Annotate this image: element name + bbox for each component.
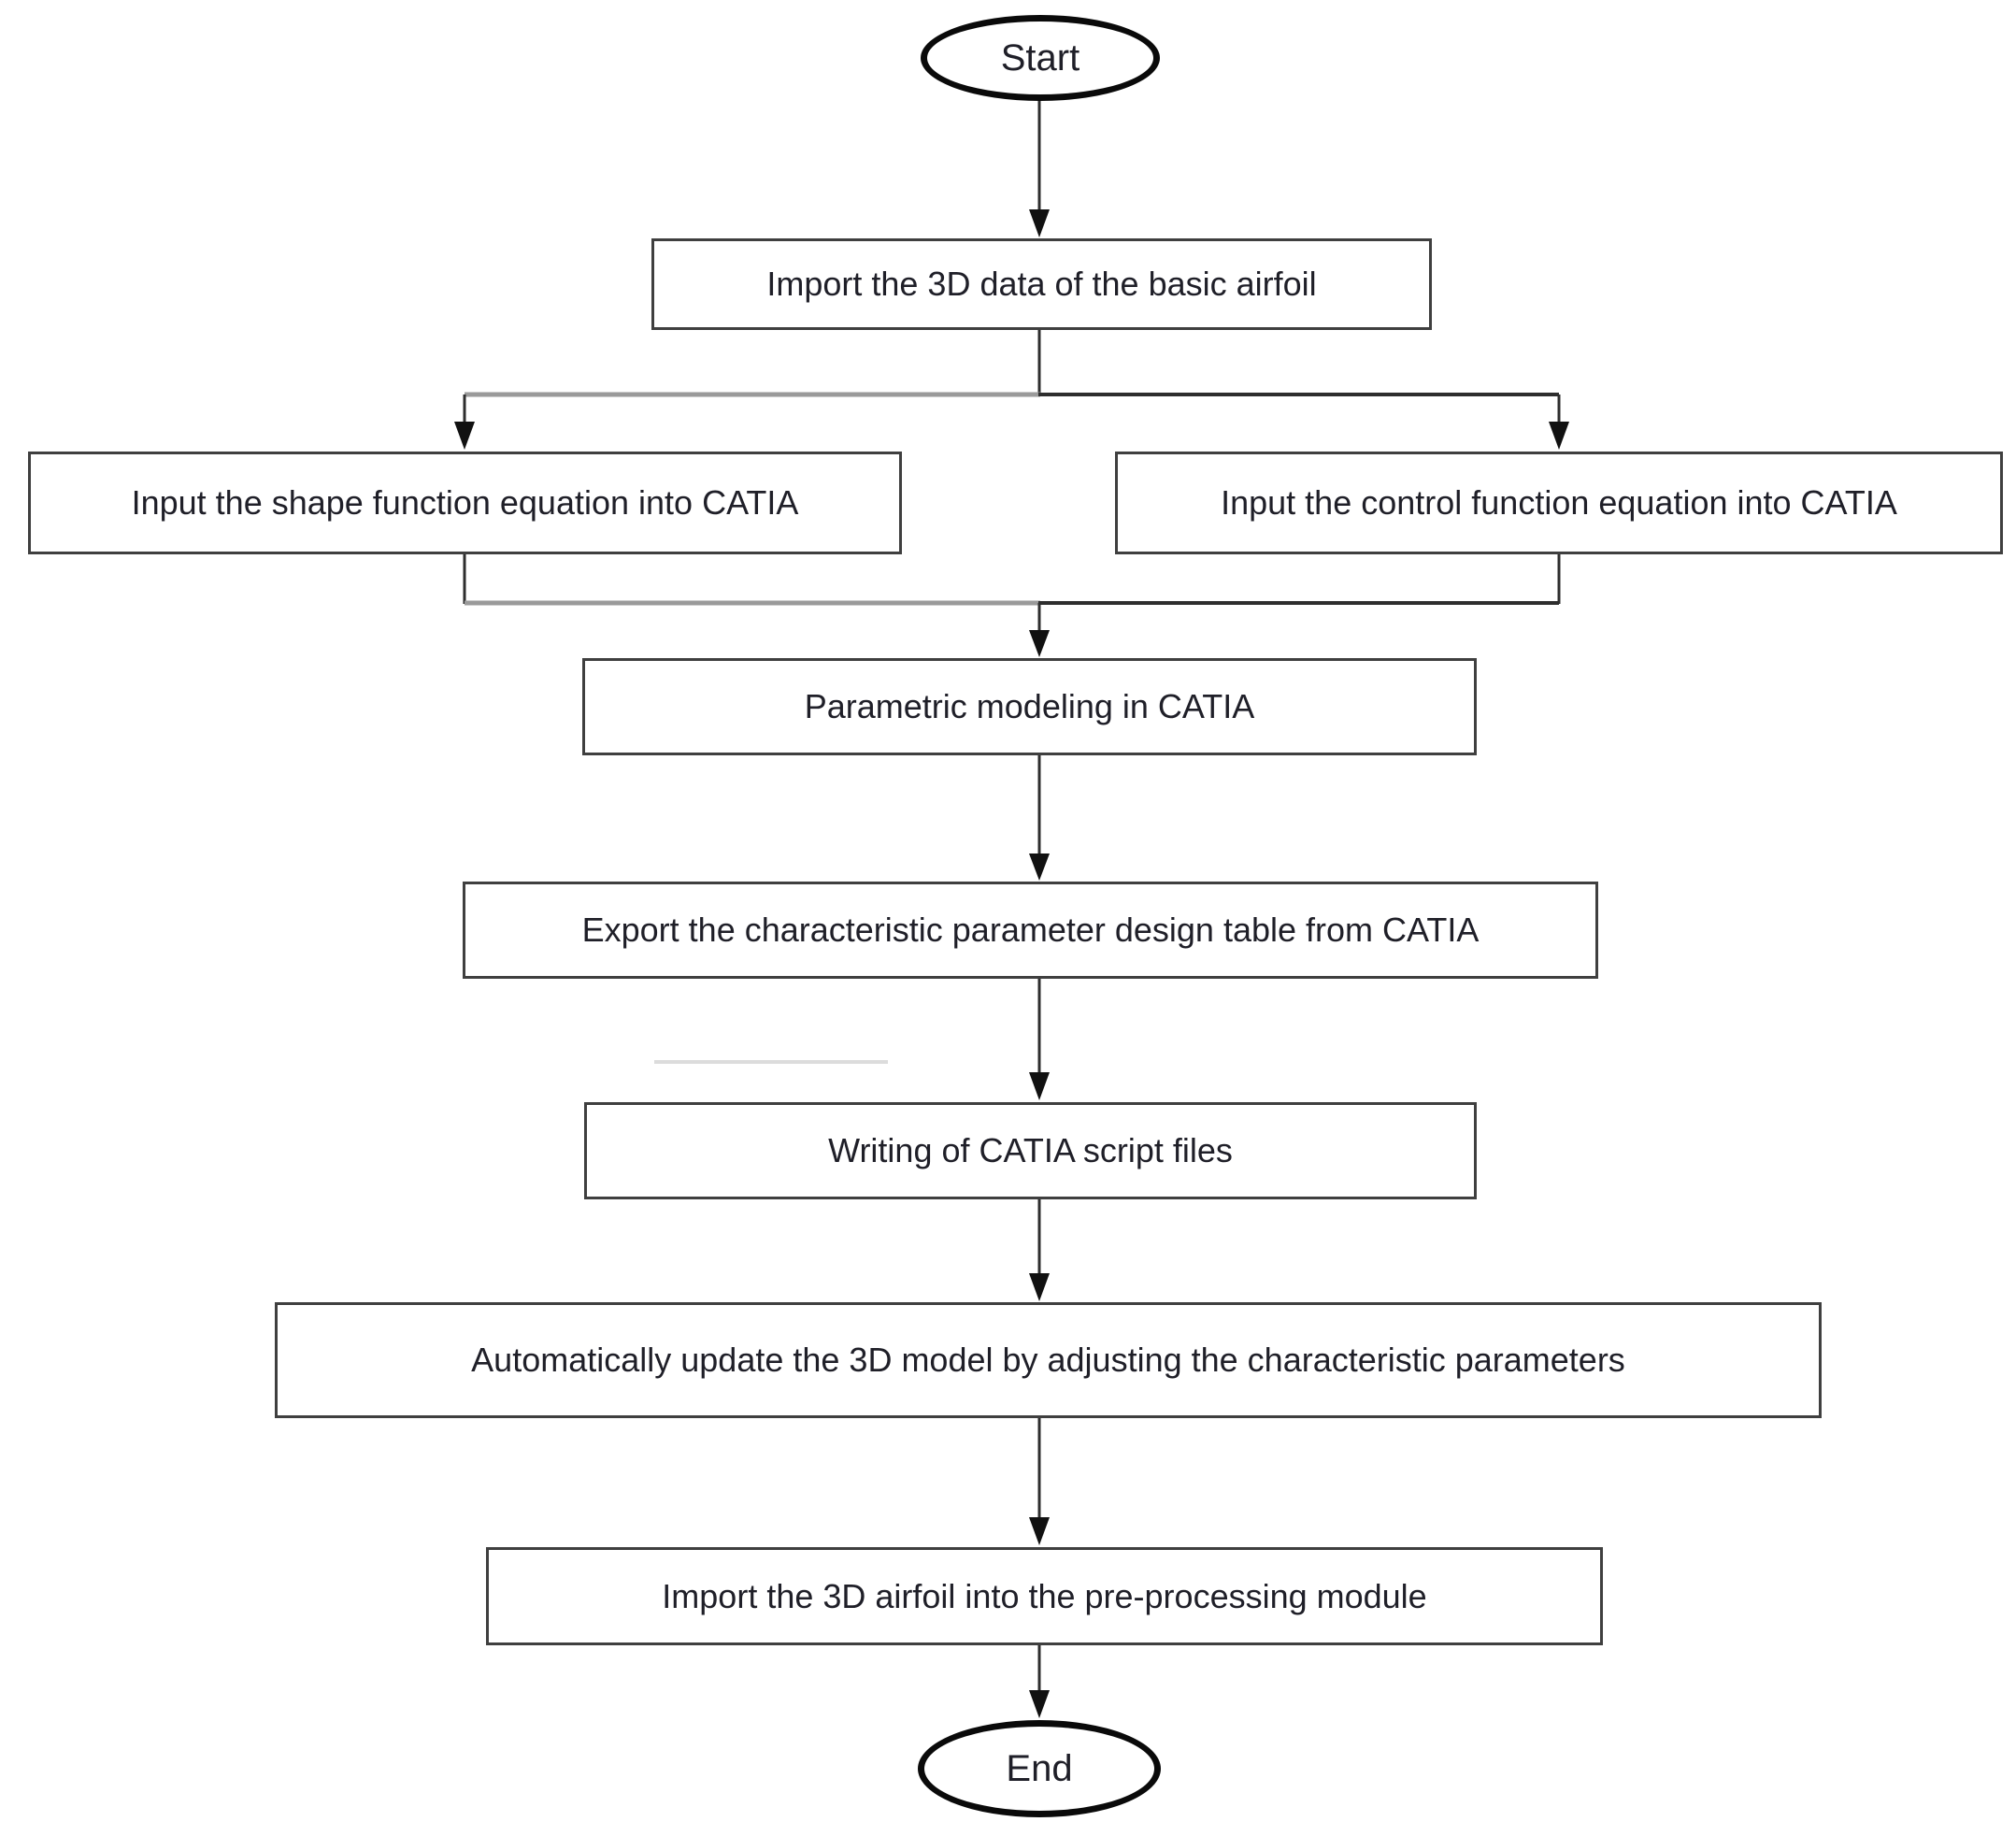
flow-node-export-table-label: Export the characteristic parameter desi… — [581, 911, 1480, 949]
flow-node-control-fn: Input the control function equation into… — [1115, 452, 2003, 554]
arrowhead-airfoil — [1029, 1517, 1050, 1545]
flow-node-control-fn-label: Input the control function equation into… — [1221, 483, 1897, 522]
flow-node-import-airfoil-label: Import the 3D airfoil into the pre-proce… — [662, 1576, 1427, 1615]
flow-node-end-label: End — [1006, 1747, 1073, 1789]
flow-node-parametric-label: Parametric modeling in CATIA — [804, 687, 1255, 725]
flow-node-end: End — [918, 1720, 1161, 1817]
arrowhead-control — [1549, 422, 1569, 450]
flow-node-auto-update-label: Automatically update the 3D model by adj… — [471, 1341, 1625, 1379]
flow-node-export-table: Export the characteristic parameter desi… — [463, 882, 1598, 979]
flow-node-import-airfoil: Import the 3D airfoil into the pre-proce… — [486, 1547, 1603, 1645]
arrowhead-export — [1029, 853, 1050, 881]
flow-node-start-label: Start — [1000, 36, 1080, 79]
arrowhead-shape — [454, 422, 475, 450]
arrowhead-writing — [1029, 1072, 1050, 1100]
flow-node-shape-fn: Input the shape function equation into C… — [28, 452, 902, 554]
flow-node-import-data: Import the 3D data of the basic airfoil — [651, 238, 1432, 330]
arrowhead-update — [1029, 1273, 1050, 1301]
scan-artifact-line — [654, 1060, 888, 1064]
arrowhead-end — [1029, 1690, 1050, 1718]
flow-node-start: Start — [921, 15, 1160, 101]
flow-node-import-data-label: Import the 3D data of the basic airfoil — [766, 265, 1317, 303]
flow-node-auto-update: Automatically update the 3D model by adj… — [275, 1302, 1822, 1418]
arrowhead-parametric — [1029, 630, 1050, 657]
flow-node-writing-script: Writing of CATIA script files — [584, 1102, 1477, 1199]
arrowhead-start-import — [1029, 209, 1050, 237]
flow-node-parametric: Parametric modeling in CATIA — [582, 658, 1477, 755]
flow-node-writing-script-label: Writing of CATIA script files — [828, 1131, 1233, 1169]
flow-node-shape-fn-label: Input the shape function equation into C… — [131, 483, 799, 522]
